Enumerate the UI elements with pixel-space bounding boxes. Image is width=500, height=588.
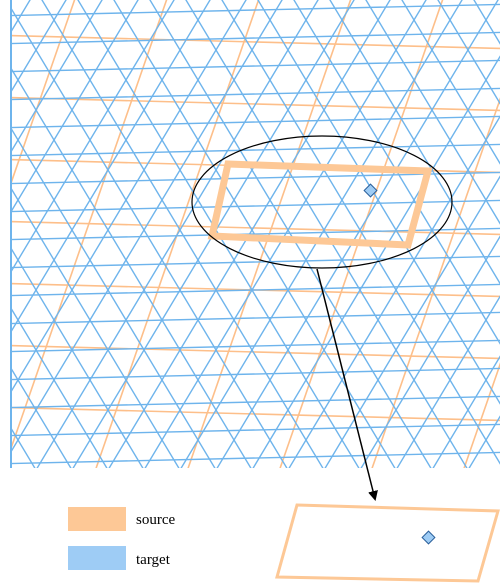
target-mesh-line — [401, 0, 500, 165]
source-mesh-line — [279, 0, 444, 468]
target-mesh-line — [77, 0, 360, 468]
target-mesh-line — [10, 425, 36, 468]
target-mesh-line — [437, 0, 500, 105]
target-mesh-line — [492, 0, 500, 490]
target-mesh-line — [432, 355, 500, 468]
target-mesh — [0, 0, 500, 492]
target-mesh-line — [365, 0, 500, 225]
target-mesh-line — [72, 0, 355, 468]
target-mesh-line — [10, 365, 72, 468]
source-mesh-line — [10, 344, 500, 360]
target-mesh-line — [324, 175, 500, 468]
legend-label-target: target — [136, 552, 171, 568]
target-mesh-line — [10, 0, 31, 35]
target-mesh-line — [288, 115, 500, 468]
target-mesh-line — [10, 451, 500, 465]
target-mesh-line — [10, 0, 103, 155]
target-mesh-line — [10, 423, 500, 437]
source-mesh-line — [187, 0, 352, 468]
target-mesh-line — [10, 0, 211, 335]
target-mesh-line — [10, 65, 252, 468]
target-mesh-line — [10, 255, 500, 269]
target-mesh-line — [10, 115, 500, 129]
target-mesh-line — [10, 305, 108, 468]
target-mesh-line — [10, 59, 500, 73]
target-mesh-line — [10, 0, 247, 395]
target-mesh-line — [10, 171, 500, 185]
target-mesh-line — [36, 0, 319, 468]
target-mesh-line — [360, 235, 500, 468]
legend: source target — [68, 507, 175, 570]
target-mesh-line — [10, 245, 144, 468]
target-mesh-line — [10, 311, 500, 325]
target-mesh-line — [10, 125, 216, 468]
target-mesh-line — [10, 0, 175, 275]
magnifier-ellipse — [191, 135, 453, 269]
source-mesh-line — [463, 362, 500, 468]
target-mesh-line — [10, 3, 500, 17]
target-point-marker — [363, 183, 378, 198]
zoomed-target-point-marker — [421, 530, 436, 545]
zoom-arrow — [316, 268, 378, 501]
target-mesh-line — [10, 185, 180, 468]
target-mesh-line — [396, 295, 500, 468]
target-mesh-line — [0, 480, 500, 492]
target-mesh-line — [10, 31, 500, 45]
mesh-panel — [0, 0, 500, 492]
target-mesh-line — [257, 0, 500, 405]
source-mesh — [0, 0, 500, 483]
target-mesh-line — [10, 87, 500, 101]
target-mesh-line — [293, 0, 500, 345]
source-mesh-line — [0, 469, 500, 483]
source-mesh-line — [10, 34, 500, 50]
target-mesh-line — [10, 283, 500, 297]
target-mesh-line — [10, 5, 288, 468]
legend-swatch-target — [68, 546, 126, 570]
target-mesh-line — [10, 143, 500, 157]
zoomed-source-cell — [275, 503, 500, 583]
legend-swatch-source — [68, 507, 126, 531]
target-mesh-line — [41, 0, 324, 468]
target-mesh-line — [252, 55, 500, 468]
target-mesh-line — [10, 0, 67, 95]
target-mesh-line — [10, 0, 139, 215]
target-mesh-line — [10, 395, 500, 409]
highlighted-source-cell — [207, 160, 433, 249]
target-mesh-line — [329, 0, 500, 285]
target-mesh-line — [468, 415, 500, 468]
target-mesh-line — [10, 0, 283, 455]
legend-label-source: source — [136, 512, 175, 528]
source-mesh-line — [10, 220, 500, 236]
target-mesh-line — [10, 199, 500, 213]
target-mesh-line — [10, 367, 500, 381]
